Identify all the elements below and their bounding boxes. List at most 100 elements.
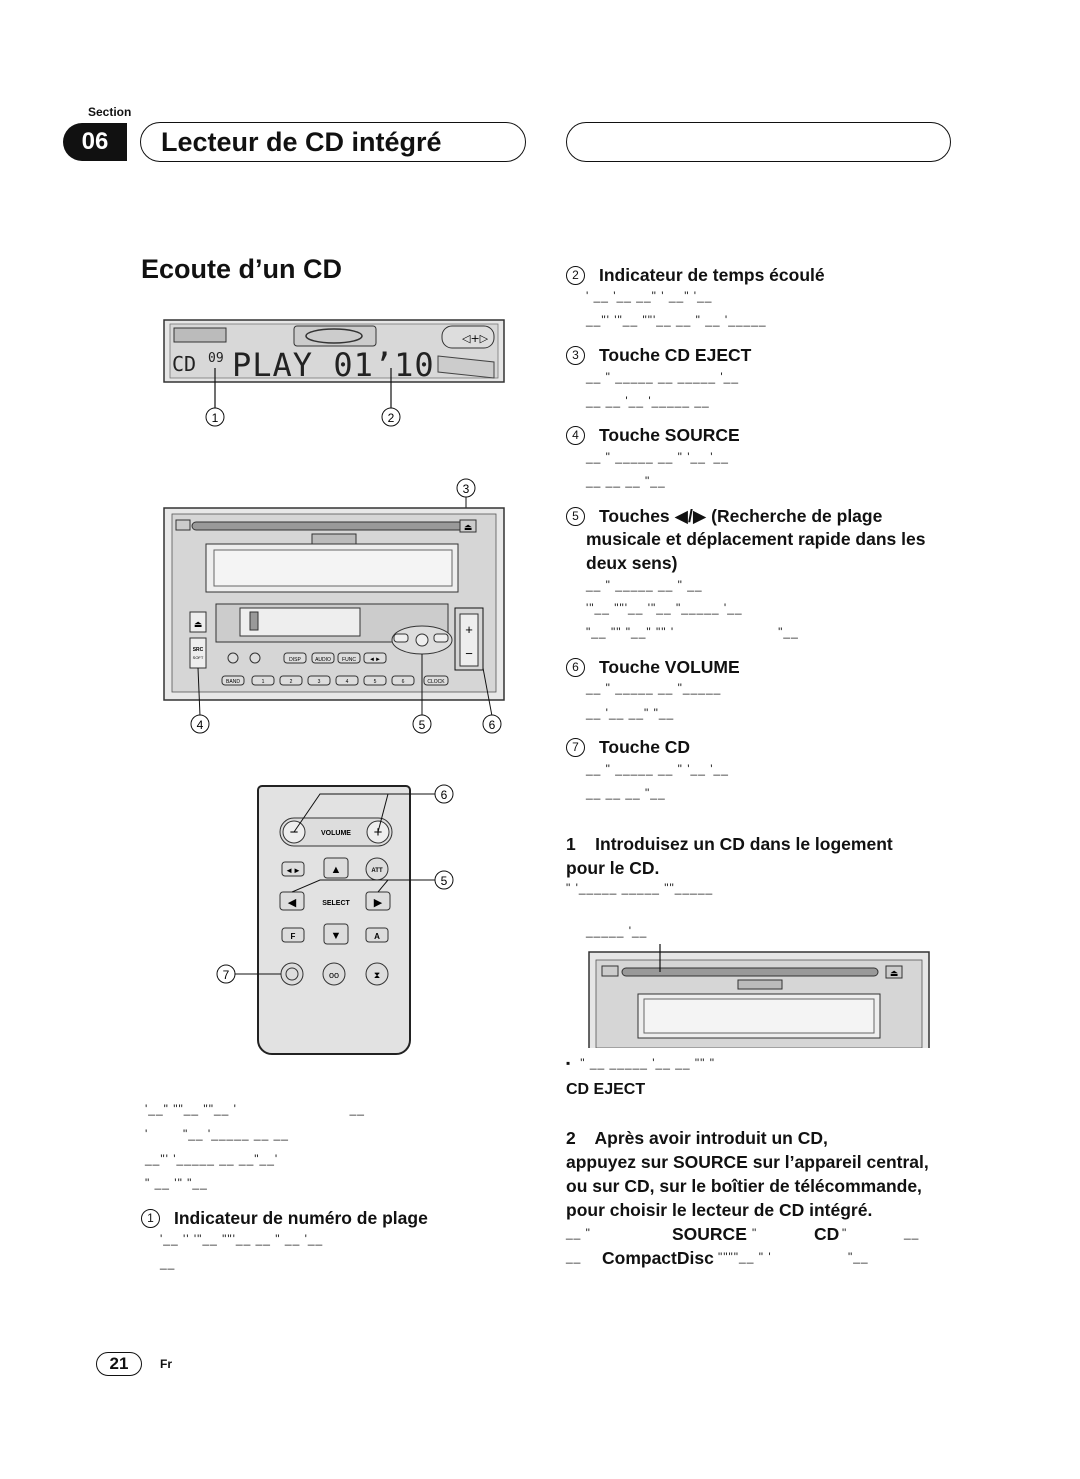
- item-1-garbled-1: '__ '' '"__ ""'__ __ " __ '__: [160, 1232, 324, 1246]
- step-2-compactdisc: CompactDisc: [602, 1248, 714, 1268]
- step-2-line2: appuyez sur SOURCE sur l’appareil centra…: [566, 1152, 929, 1172]
- svg-text:+: +: [374, 824, 383, 841]
- item-4-title: Touche SOURCE: [599, 425, 740, 445]
- step-2-line4: pour choisir le lecteur de CD intégré.: [566, 1200, 873, 1220]
- item-5-title: Touches ◀/▶ (Recherche de plage: [599, 506, 883, 526]
- item-5-garbled-3: "__ "" "__" "" ' "__: [586, 625, 799, 639]
- step-1-line1: 1 Introduisez un CD dans le logement: [566, 834, 893, 854]
- section-title-text: Lecteur de CD intégré: [161, 126, 442, 157]
- item-1-title: Indicateur de numéro de plage: [174, 1208, 428, 1228]
- item-1-garbled-2: __: [160, 1256, 176, 1270]
- item-6-number: 6: [566, 658, 585, 677]
- audio-label: AUDIO: [315, 657, 331, 663]
- remote-select-label: SELECT: [322, 900, 350, 907]
- item-6-garbled-1: __ " _____ __ "_____: [586, 681, 722, 695]
- item-5-garbled-2: '"__ ""'__ '"__ "_____ '__: [586, 601, 743, 615]
- item-7-number: 7: [566, 738, 585, 757]
- item-5-title-line3: deux sens): [586, 553, 678, 573]
- note-bold: CD EJECT: [566, 1081, 646, 1098]
- step-1-garbled-1: " '_____ _____ ""_____: [566, 881, 714, 895]
- note-garbled: " __ _____ '__ __ "" ": [580, 1056, 716, 1070]
- callout-2: 2: [388, 411, 395, 425]
- step-1-line2: pour le CD.: [566, 858, 660, 878]
- svg-text:◀: ◀: [288, 897, 297, 909]
- preset-2: 2: [290, 679, 293, 685]
- item-5-heading: 5 Touches ◀/▶ (Recherche de plage: [566, 504, 882, 528]
- item-2-garbled-2: __"' '"__ ""'__ __ " __ '_____: [586, 313, 767, 327]
- step-1-garbled-2: _____ '__: [586, 924, 648, 938]
- item-1-heading: 1 Indicateur de numéro de plage: [141, 1206, 428, 1230]
- section-title: Lecteur de CD intégré: [140, 122, 526, 162]
- item-7-garbled-1: __ " _____ __ " '__ '__: [586, 762, 729, 776]
- step-2-l6-d: "__: [848, 1250, 869, 1264]
- item-3-number: 3: [566, 346, 585, 365]
- left-garbled-2: ' "__ '_____ __ __: [145, 1127, 289, 1141]
- preset-6: 6: [402, 679, 405, 685]
- item-3-garbled-2: __ __ '__ '_____ __: [586, 394, 710, 408]
- step-2-source: SOURCE: [672, 1224, 747, 1244]
- svg-text:⏏: ⏏: [464, 522, 473, 532]
- func-label: FUNC: [342, 657, 356, 663]
- item-4-garbled-1: __ " _____ __ " '__ '__: [586, 450, 729, 464]
- band-label: BAND: [226, 679, 240, 685]
- svg-text:⏏: ⏏: [890, 968, 899, 978]
- language-label: Fr: [160, 1357, 172, 1371]
- item-3-title: Touche CD EJECT: [599, 345, 752, 365]
- item-2-number: 2: [566, 266, 585, 285]
- svg-text:◄►: ◄►: [369, 657, 381, 663]
- item-5-number: 5: [566, 507, 585, 526]
- remote-a-label: A: [374, 932, 380, 941]
- svg-text:◄►: ◄►: [285, 866, 301, 875]
- callout-7: 7: [223, 968, 230, 982]
- step-2-l5-e: ": [842, 1226, 848, 1240]
- left-garbled-3: __"' '_____ __ __"__': [145, 1152, 279, 1166]
- svg-text:oo: oo: [329, 970, 339, 980]
- step-2-l6-c: """"__ " ': [718, 1250, 772, 1264]
- item-6-heading: 6 Touche VOLUME: [566, 655, 740, 679]
- cd-slot-illustration: ⏏: [588, 944, 930, 1048]
- item-7-garbled-2: __ __ __ "__: [586, 786, 666, 800]
- item-3-garbled-1: __ " _____ __ _____ '__: [586, 370, 740, 384]
- disp-label: DISP: [289, 657, 301, 663]
- step-2-line1: 2 Après avoir introduit un CD,: [566, 1128, 828, 1148]
- lcd-track-small: 09: [208, 351, 224, 366]
- clock-label: CLOCK: [427, 679, 445, 685]
- page-number: 21: [96, 1352, 142, 1376]
- item-5-title-line2: musicale et déplacement rapide dans les: [586, 529, 926, 549]
- callout-1: 1: [212, 411, 219, 425]
- item-1-number: 1: [141, 1209, 160, 1228]
- step-2-cd: CD: [814, 1224, 840, 1244]
- note-line: ▪ " __ _____ '__ __ "" ": [566, 1056, 715, 1070]
- device-illustrations: ◁+▷ CD 09 PLAY 01’10 1 2 3 ⏏ ⏏ SRC SOFT: [163, 319, 505, 734]
- step-2-l5-f: __: [904, 1226, 920, 1240]
- head-unit-illustration: 3 ⏏ ⏏ SRC SOFT DISP AUDIO FUNC ◄► BAND: [163, 478, 505, 717]
- callout-4: 4: [197, 718, 204, 732]
- svg-text:−: −: [465, 646, 473, 661]
- left-garbled-1: '__" ""__ ""__ ' __: [145, 1102, 365, 1116]
- item-6-title: Touche VOLUME: [599, 657, 740, 677]
- item-5-garbled-1: __ " _____ __ " __: [586, 578, 703, 592]
- item-3-heading: 3 Touche CD EJECT: [566, 343, 751, 367]
- svg-text:▼: ▼: [331, 930, 342, 942]
- item-2-garbled-1: ' __ '__ __" ' __" '__: [586, 289, 713, 303]
- lcd-display: ◁+▷ CD 09 PLAY 01’10: [163, 319, 505, 408]
- remote-volume-label: VOLUME: [321, 830, 351, 837]
- item-6-garbled-2: __ '__ __" "__: [586, 706, 675, 720]
- callout-3: 3: [463, 482, 470, 496]
- item-4-number: 4: [566, 426, 585, 445]
- item-4-heading: 4 Touche SOURCE: [566, 423, 740, 447]
- section-label: Section: [88, 105, 132, 119]
- src-label: SRC: [193, 647, 204, 653]
- section-number: 06: [63, 123, 127, 161]
- remote-att-label: ATT: [371, 868, 383, 874]
- step-2-line3: ou sur CD, sur le boîtier de télécommand…: [566, 1176, 922, 1196]
- step-2-l6-a: __: [566, 1250, 582, 1264]
- page-heading: Ecoute d’un CD: [141, 254, 342, 284]
- remote-illustration: − + VOLUME ◄► ▲ ATT ◀ ▶ SELECT F ▼ A oo …: [216, 784, 454, 1055]
- preset-1: 1: [262, 679, 265, 685]
- note-bullet: ▪: [566, 1056, 571, 1070]
- callout-6-remote: 6: [441, 788, 448, 802]
- svg-text:▶: ▶: [374, 897, 383, 909]
